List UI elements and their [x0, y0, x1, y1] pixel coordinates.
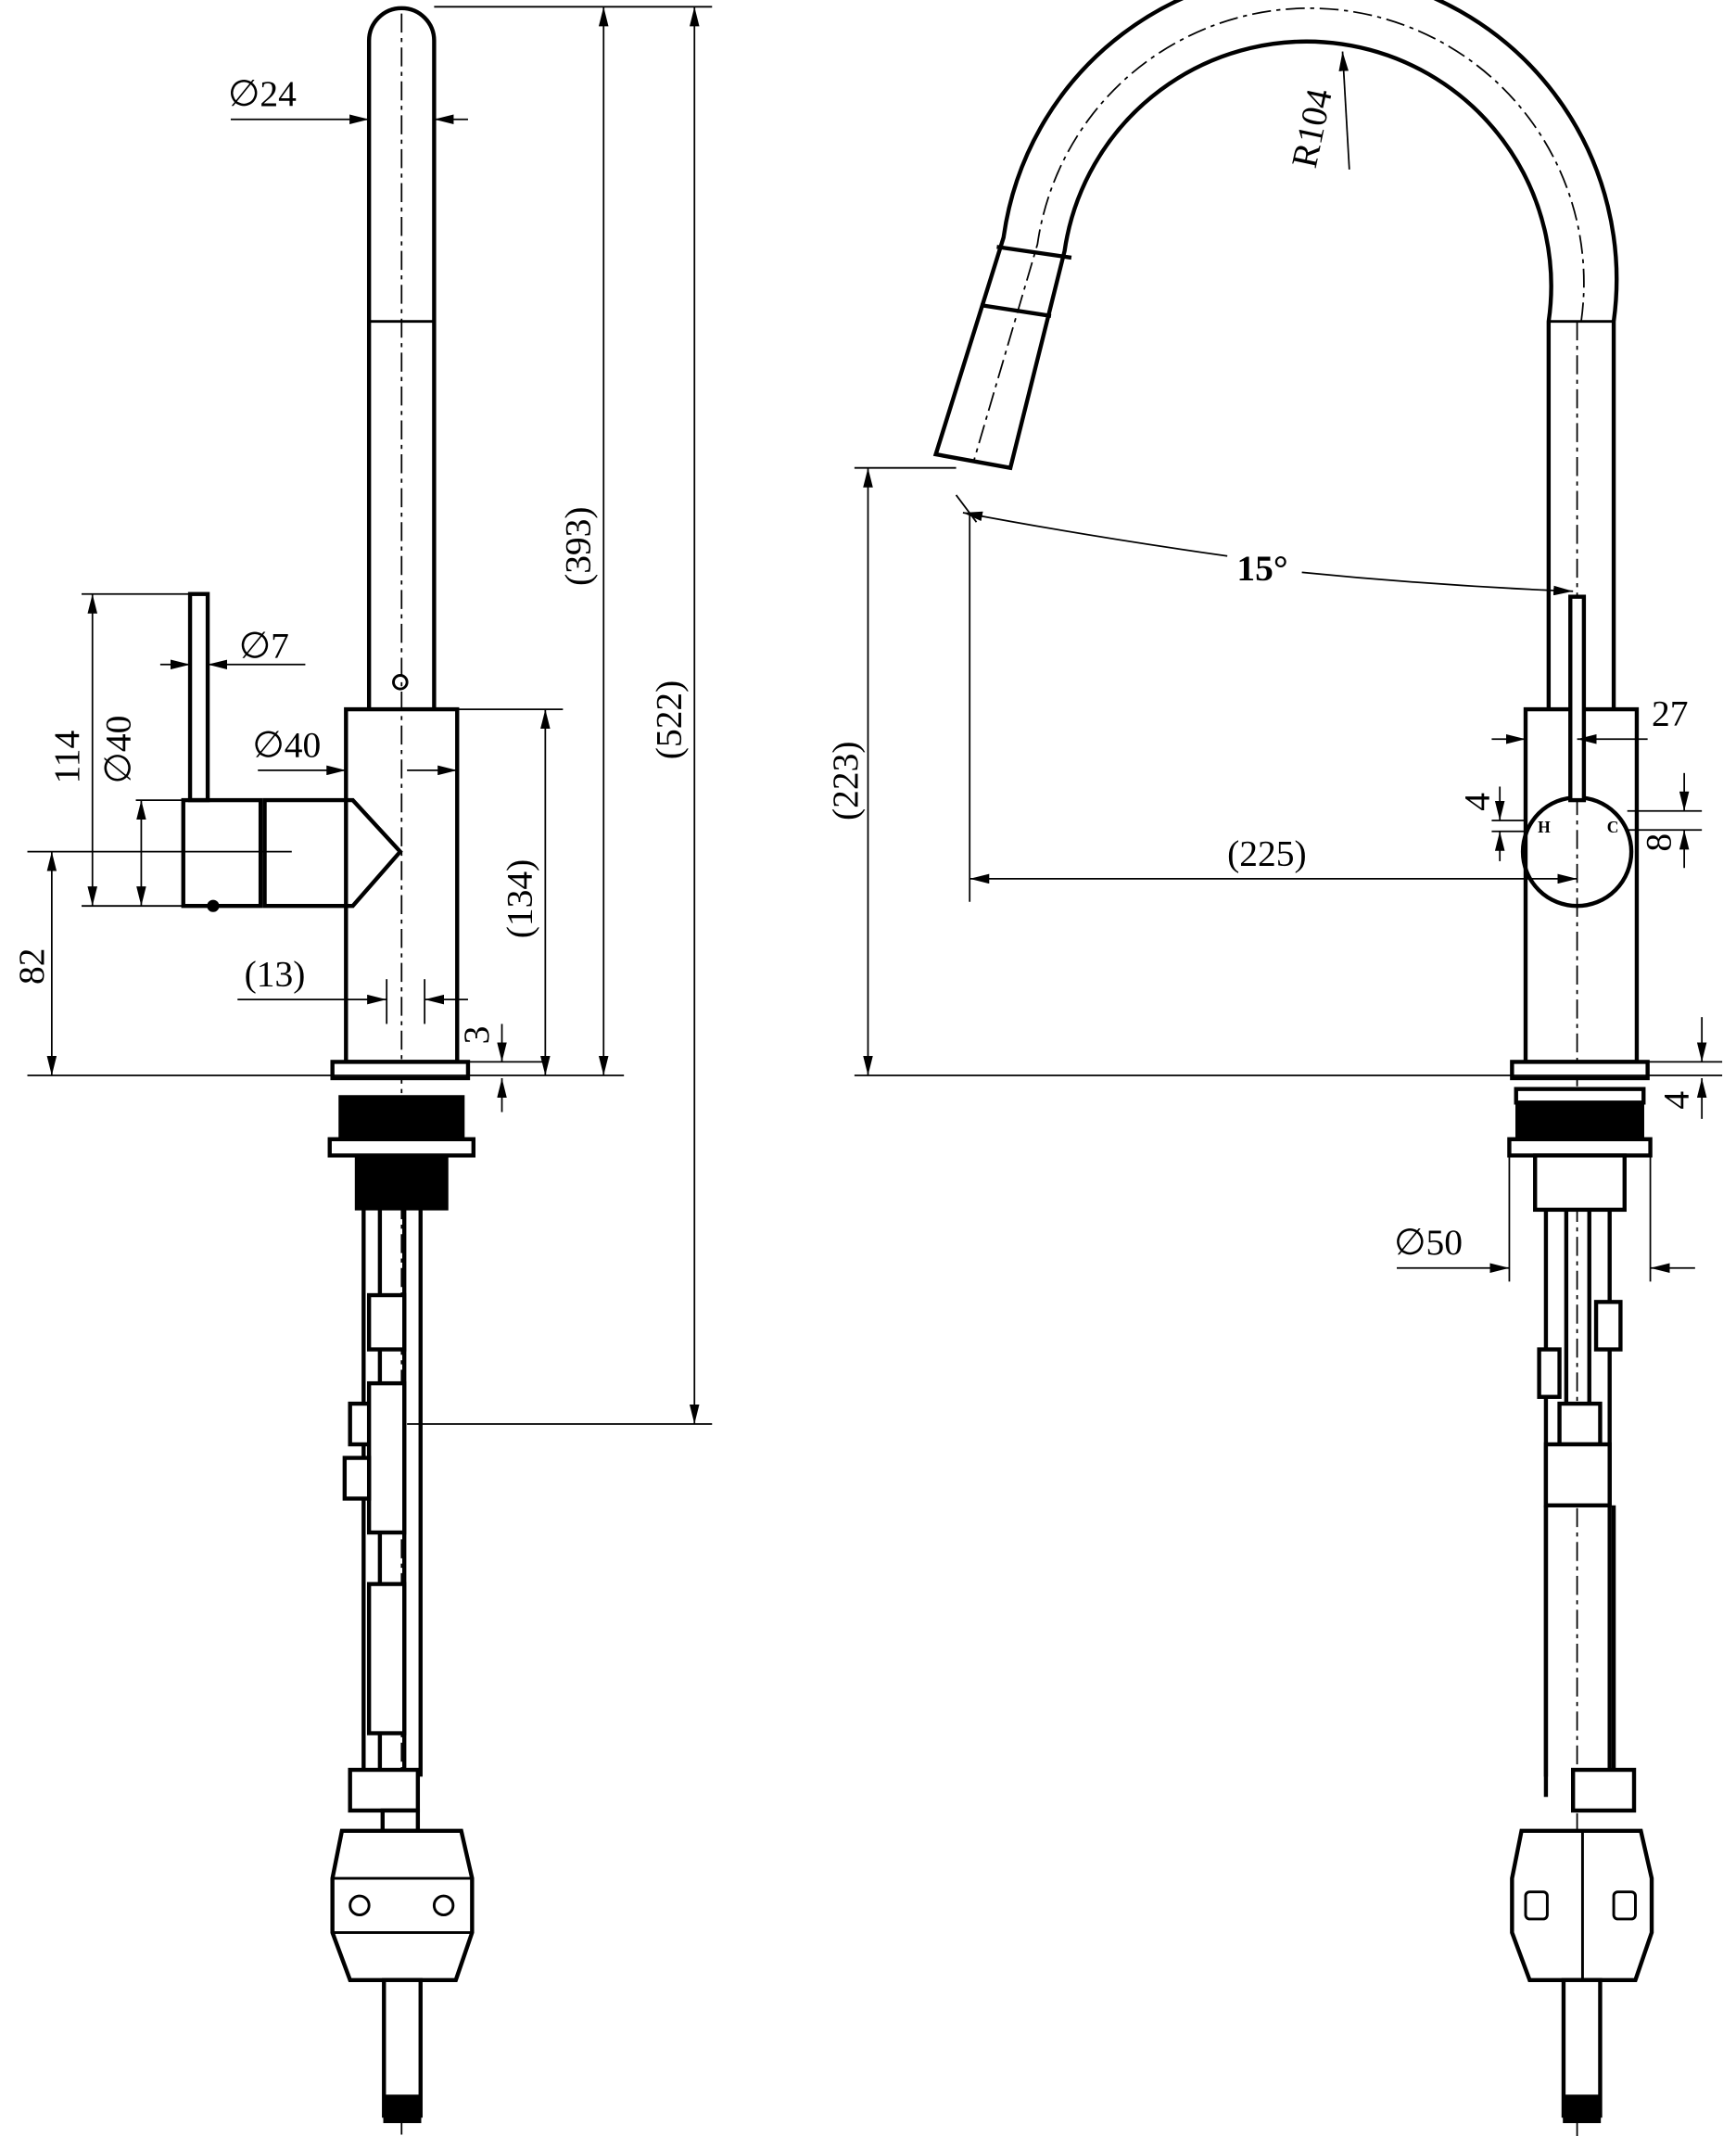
dim-handle-height: 114: [46, 731, 87, 784]
dim-spout-height: (393): [558, 506, 599, 586]
dim-lever-offset: 27: [1652, 693, 1688, 734]
dim-spout-dia: ∅24: [228, 73, 297, 114]
dim-angle: 15°: [1236, 548, 1287, 589]
dim-base-gap: 4: [1656, 1091, 1697, 1110]
dim-small-b: 8: [1639, 833, 1679, 852]
dim-outlet-height: (223): [825, 741, 866, 820]
dim-offset: (13): [245, 953, 306, 994]
dim-body-height: (134): [500, 859, 540, 939]
dim-body-dia: ∅40: [252, 724, 321, 765]
front-view: H C R104 15° (223) (225): [825, 0, 1723, 2136]
side-view: ∅24 114 ∅40 82 ∅7 ∅40 (13) (134) 3 (393)…: [11, 6, 713, 2136]
hot-label: H: [1538, 818, 1551, 836]
dim-base: 3: [456, 1026, 497, 1045]
dim-radius: R104: [1284, 85, 1340, 172]
dim-small-a: 4: [1456, 793, 1497, 811]
dim-reach: (225): [1227, 833, 1307, 873]
cold-label: C: [1607, 818, 1619, 836]
dim-mount-dia: ∅50: [1394, 1222, 1463, 1263]
dim-total-height: (522): [649, 680, 690, 760]
dim-handle-axis: 82: [11, 948, 52, 985]
dim-handle-dia: ∅40: [98, 716, 139, 784]
dim-lever-dia: ∅7: [239, 625, 289, 666]
